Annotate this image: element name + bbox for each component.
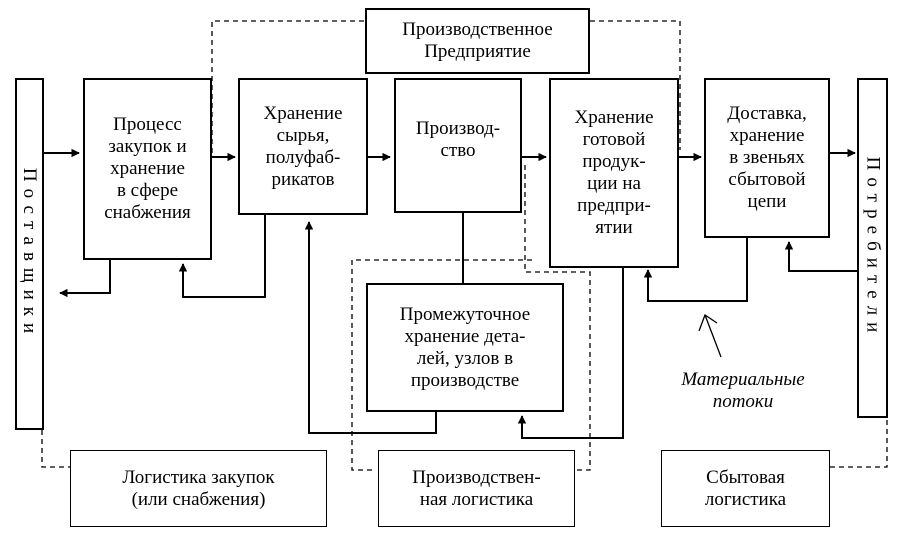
production-logistics-box: Производствен- ная логистика [378, 450, 575, 527]
dashed-production-zone-right [524, 165, 591, 471]
dashed-sales-zone [830, 418, 888, 468]
consumers-box: Потребители [857, 78, 888, 418]
material-flow-pointer [698, 314, 722, 358]
sales-logistics-box: Сбытовая логистика [661, 450, 830, 527]
suppliers-label: Поставщики [19, 167, 41, 341]
suppliers-box: Поставщики [15, 78, 44, 430]
arrow-intermediate-to-raw [304, 221, 437, 434]
finished-storage-box: Хранение готовой продук- ции на предпри-… [549, 78, 679, 268]
enterprise-box: Производственное Предприятие [365, 8, 590, 74]
dashed-procurement-zone [211, 20, 365, 153]
consumers-label: Потребители [862, 156, 884, 340]
production-box: Производ- ство [394, 78, 522, 213]
arrow-procurement-return [59, 260, 111, 298]
intermediate-storage-box: Промежуточное хранение дета- лей, узлов … [366, 283, 564, 412]
arrow-raw-return [178, 215, 266, 298]
material-flows-annotation: Материальные потоки [681, 369, 805, 412]
dashed-procurement-zone-bottom [41, 430, 70, 468]
dashed-boundaries [41, 20, 888, 471]
distribution-box: Доставка, хранение в звеньях сбытовой це… [704, 78, 830, 238]
dashed-production-zone-left [351, 259, 532, 471]
procurement-logistics-box: Логистика закупок (или снабжения) [70, 450, 327, 527]
arrow-consumers-to-distribution [784, 241, 860, 272]
arrow-finished-to-intermediate [517, 268, 624, 439]
solid-flows [42, 148, 860, 439]
raw-storage-box: Хранение сырья, полуфаб- рикатов [238, 78, 368, 215]
procurement-process-box: Процесс закупок и хранение в сфере снабж… [83, 78, 212, 260]
pointer-arrow-icon [704, 314, 722, 358]
arrow-return-to-finished [643, 238, 748, 302]
dashed-production-zone [590, 20, 681, 150]
